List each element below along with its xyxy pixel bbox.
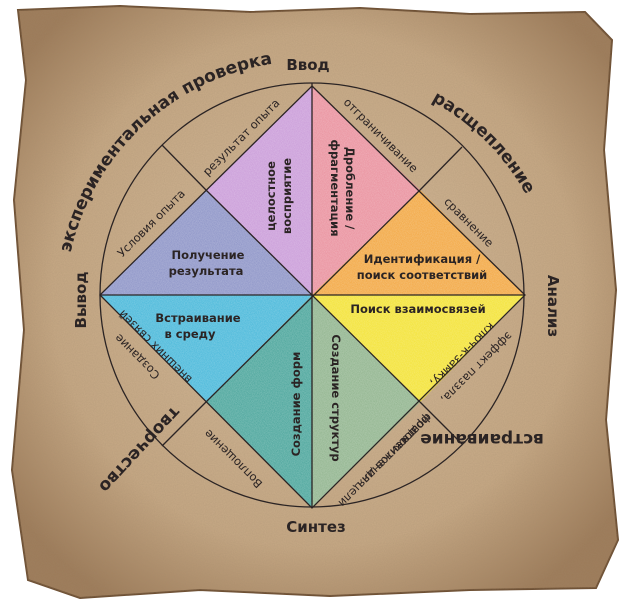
seg-connections: Поиск взаимосвязей	[350, 302, 485, 316]
seg-getting-result-2: результата	[169, 264, 244, 278]
label-output: Вывод	[72, 272, 90, 329]
diag-ne-sw	[205, 189, 421, 403]
label-synthesis: Синтез	[286, 518, 345, 536]
segment-labels: Дробление / фрагментация Идентификация /…	[155, 140, 487, 462]
label-analysis: Анализ	[544, 275, 562, 337]
seg-embedding-env-2: в среду	[165, 327, 216, 341]
spoke-sw	[161, 401, 207, 447]
diagram-lines	[99, 82, 526, 509]
spoke-nw	[161, 144, 207, 191]
spoke-se	[419, 401, 463, 445]
label-input: Ввод	[286, 56, 329, 74]
stage-embedding: встраивание	[420, 429, 544, 449]
seg-identification-1: Идентификация /	[364, 252, 481, 266]
direction-labels: Ввод Анализ Синтез Вывод	[72, 56, 562, 536]
stage-embedding-text: встраивание	[420, 429, 544, 449]
seg-getting-result-1: Получение	[172, 248, 245, 262]
spoke-ne	[419, 146, 463, 191]
seg-identification-2: поиск соответствий	[357, 268, 487, 282]
seg-holistic-1: целостное	[264, 161, 278, 231]
seg-holistic-2: восприятие	[280, 158, 294, 234]
seg-structures: Создание структур	[329, 334, 343, 461]
seg-forms: Создание форм	[289, 352, 303, 457]
seg-fragmentation-1: Дробление /	[343, 147, 357, 230]
seg-embedding-env-1: Встраивание	[155, 311, 240, 325]
seg-fragmentation-2: фрагментация	[328, 140, 342, 237]
